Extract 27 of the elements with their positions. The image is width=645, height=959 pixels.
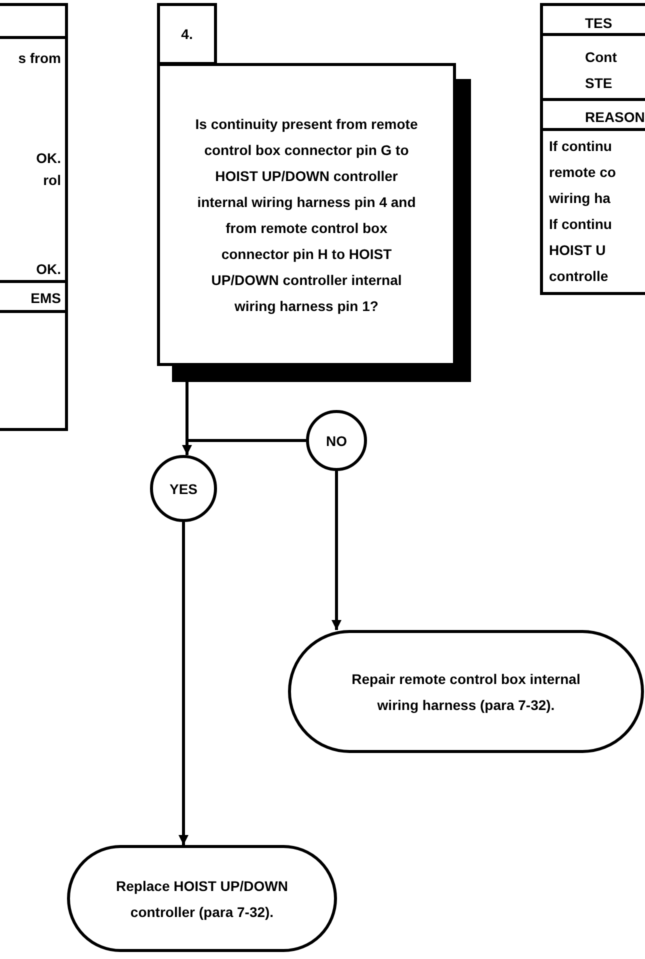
table-text: rol [43,171,61,189]
table-text: OK. [36,149,61,167]
step-number-box [157,3,217,65]
table-text: HOIST U [549,241,606,259]
table-text: If continu [549,215,612,233]
table-panel [0,3,68,431]
decision-box [157,63,456,366]
table-text: controlle [549,267,608,285]
question-text: Is continuity present from remote control box connector pin G to HOIST UP/DOWN controller internal wiring harness pin 4 and from remote control box connector pin H to HOIST UP/DOWN controller internal wiring harness pin 1? [194,114,419,316]
table-text: OK. [36,260,61,278]
table-text: If continu [549,137,612,155]
arrow [178,522,188,845]
table-panel [540,3,645,295]
table-text: wiring ha [549,189,610,207]
action-text: Repair remote control box internal wiring harness (para 7-32). [351,670,581,715]
answer-text: NO [326,432,347,450]
arrow [332,471,342,630]
table-text: EMS [30,289,61,307]
step-number: 4. [181,25,193,44]
table-text: TES [585,14,612,32]
table-text: REASON [585,108,645,126]
table-text: s from [18,49,61,67]
table-text: STE [585,74,612,92]
answer-text: YES [169,480,198,498]
table-text: remote co [549,163,616,181]
action-text: Replace HOIST UP/DOWN controller (para 7-32). [115,876,289,922]
table-text: Cont [585,48,617,66]
